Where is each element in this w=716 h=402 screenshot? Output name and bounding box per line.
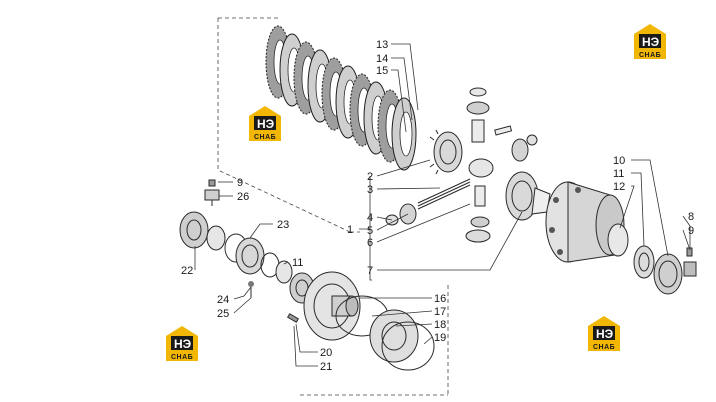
logo-top-text: НЭ (174, 337, 192, 351)
callout-2: 2 (367, 171, 373, 183)
right-bearing-assembly (633, 245, 697, 295)
bolt-and-bracket (204, 179, 220, 206)
clutch-disc-pack (265, 25, 417, 171)
side-ring-bearing (505, 171, 551, 221)
callout-14: 14 (376, 53, 388, 65)
callout-25: 25 (217, 308, 229, 320)
logo-top-text: НЭ (642, 35, 660, 49)
outer-plates (335, 295, 435, 371)
callout-19: 19 (434, 332, 446, 344)
callout-11-right: 11 (613, 168, 624, 180)
callout-9-right: 9 (688, 225, 694, 237)
callout-11-left: 11 (292, 257, 303, 269)
callout-6: 6 (367, 237, 373, 249)
logo-watermark-bottom-left: НЭ СНАБ (166, 326, 198, 361)
bevel-pinion-gear (429, 129, 463, 175)
differential-spider-stack (465, 87, 513, 243)
callout-10: 10 (613, 155, 625, 167)
logo-watermark-center-left: НЭ СНАБ (249, 106, 281, 141)
callout-13: 13 (376, 39, 388, 51)
cross-shaft (417, 178, 471, 210)
leader-lines (194, 43, 691, 367)
callout-5: 5 (367, 225, 373, 237)
callout-12: 12 (613, 181, 625, 193)
flange-hub (286, 271, 361, 341)
logo-bottom-text: СНАБ (171, 354, 193, 361)
logo-top-text: НЭ (596, 327, 614, 341)
logo-watermark-bottom-right: НЭ СНАБ (588, 316, 620, 351)
callout-18: 18 (434, 319, 446, 331)
callout-22: 22 (181, 265, 193, 277)
callout-9-left: 9 (237, 177, 243, 189)
callout-17: 17 (434, 306, 446, 318)
callout-23: 23 (277, 219, 289, 231)
callout-1: 1 (347, 224, 353, 236)
callout-16: 16 (434, 293, 446, 305)
assembly-dashed-outline (217, 17, 449, 396)
callout-15: 15 (376, 65, 388, 77)
callout-26: 26 (237, 191, 249, 203)
callout-20: 20 (320, 347, 332, 359)
logo-watermark-top-right: НЭ СНАБ (634, 24, 666, 59)
callout-21: 21 (320, 361, 332, 373)
differential-housing (545, 181, 629, 263)
logo-top-text: НЭ (257, 117, 275, 131)
left-gear-and-seals (179, 211, 315, 304)
logo-bottom-text: СНАБ (593, 344, 615, 351)
logo-bottom-text: СНАБ (254, 134, 276, 141)
callout-labels: 13 14 15 2 3 1 4 5 6 7 10 11 12 8 9 9 26… (181, 39, 694, 373)
callout-8: 8 (688, 211, 694, 223)
logo-bottom-text: СНАБ (639, 52, 661, 59)
callout-3: 3 (367, 184, 373, 196)
callout-7: 7 (367, 265, 373, 277)
clutch-disc-bore (399, 111, 413, 157)
callout-4: 4 (367, 212, 373, 224)
callout-24: 24 (217, 294, 229, 306)
